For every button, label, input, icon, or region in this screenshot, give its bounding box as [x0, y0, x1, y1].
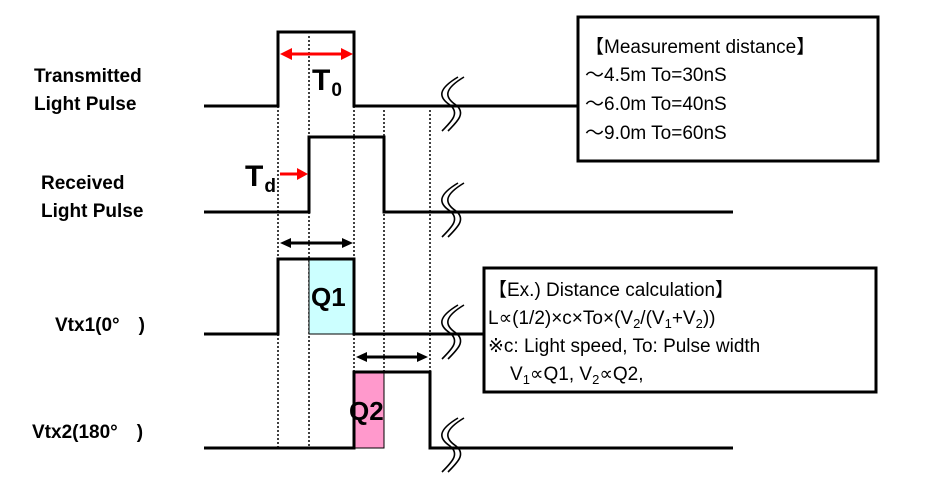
- vtx1-window-arrow-icon: [280, 238, 353, 248]
- t0-label: T0: [312, 64, 342, 101]
- waveform-vtx1: [204, 257, 484, 336]
- signal-label-vtx2: Vtx2(180° ): [32, 422, 143, 443]
- measurement-distance-box: 【Measurement distance】 ～4.5m To=30nS ～6.…: [576, 15, 880, 163]
- vtx2-window-arrow-icon: [356, 352, 428, 362]
- waveform-vtx2: [204, 370, 733, 450]
- q1-label: Q1: [311, 282, 346, 312]
- break-symbol-icon: [441, 417, 465, 473]
- waveform-transmitted: [204, 30, 470, 108]
- td-label: Td: [245, 160, 276, 197]
- q2-label: Q2: [349, 396, 384, 426]
- measurement-box-title: 【Measurement distance】: [585, 36, 815, 58]
- signal-label-vtx1: Vtx1(0° ): [55, 315, 145, 336]
- t0-double-arrow-icon: [280, 48, 353, 60]
- signal-label-received-line2: Light Pulse: [41, 201, 143, 222]
- measurement-line: ～4.5m To=30nS: [585, 65, 727, 86]
- break-symbol-icon: [441, 304, 465, 360]
- break-symbol-icon: [441, 182, 465, 238]
- signal-label-transmitted-line2: Light Pulse: [34, 94, 136, 115]
- signal-label-received-line1: Received: [41, 173, 124, 194]
- signal-label-transmitted-line1: Transmitted: [34, 66, 142, 87]
- calc-formula: L∝(1/2)×c×To×(V2/(V1+V2)): [488, 308, 715, 331]
- break-symbols: [441, 76, 465, 473]
- measurement-line: ～9.0m To=60nS: [585, 123, 727, 144]
- td-arrow-icon: [280, 168, 308, 180]
- q1-charge-area: [308, 258, 355, 335]
- calc-note: ※c: Light speed, To: Pulse width: [488, 336, 760, 357]
- break-symbol-icon: [441, 76, 465, 132]
- q2-charge-area: [353, 371, 385, 449]
- measurement-line: ～6.0m To=40nS: [585, 94, 727, 115]
- distance-calculation-box: 【Ex.) Distance calculation】 L∝(1/2)×c×To…: [482, 266, 878, 394]
- calc-box-title: 【Ex.) Distance calculation】: [488, 279, 734, 301]
- calc-relation: V1∝Q1, V2∝Q2,: [510, 364, 644, 387]
- waveform-received: [204, 135, 733, 214]
